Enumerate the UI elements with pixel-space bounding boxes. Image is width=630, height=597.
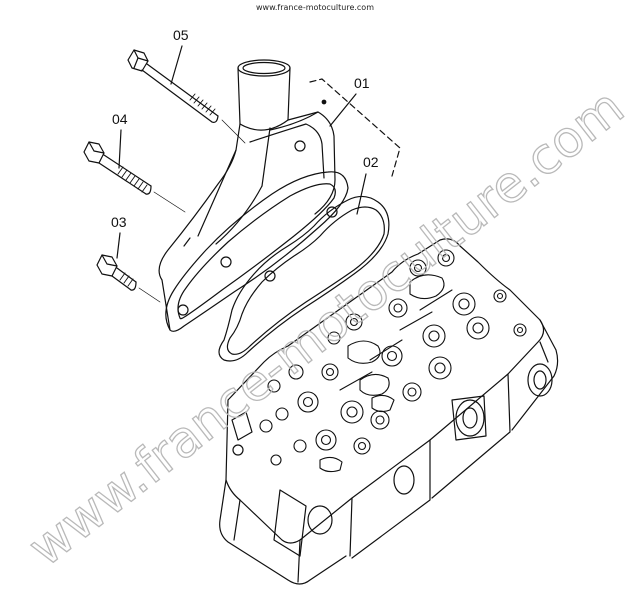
bolt-03 bbox=[96, 254, 161, 303]
callout-03: 03 bbox=[111, 214, 127, 230]
callout-01: 01 bbox=[354, 75, 370, 91]
callout-04: 04 bbox=[112, 111, 128, 127]
water-outlet-cover bbox=[158, 59, 349, 332]
source-url: www.france-motoculture.com bbox=[255, 3, 374, 12]
bolt-05 bbox=[127, 49, 246, 144]
cylinder-head bbox=[219, 238, 559, 585]
cover-gasket bbox=[218, 195, 390, 362]
bolt-04 bbox=[83, 141, 186, 213]
callout-02: 02 bbox=[363, 154, 379, 170]
callout-05: 05 bbox=[173, 27, 189, 43]
